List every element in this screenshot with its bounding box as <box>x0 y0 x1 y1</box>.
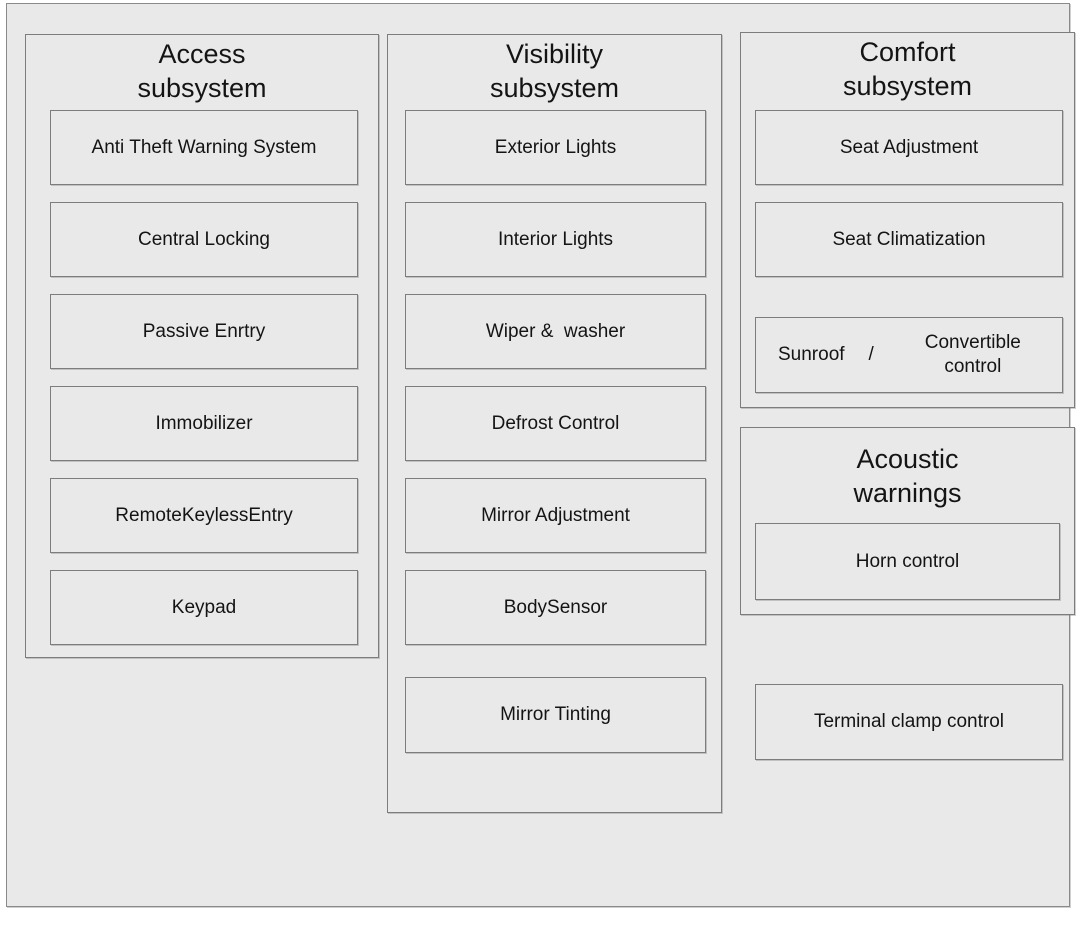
node-central-locking: Central Locking <box>50 202 358 277</box>
acoustic-warnings-container: Acoustic warnings Horn control <box>740 427 1075 615</box>
visibility-subsystem-title: Visibility subsystem <box>388 37 721 105</box>
convertible-control-label: Convertible control <box>924 332 1027 377</box>
acoustic-warnings-title-line1: Acoustic <box>856 444 959 474</box>
visibility-subsystem-title-line2: subsystem <box>489 73 620 103</box>
node-sunroof-convertible-control: Sunroof / Convertible control <box>755 317 1063 393</box>
node-exterior-lights: Exterior Lights <box>405 110 706 185</box>
access-subsystem-title-line2: subsystem <box>137 73 267 103</box>
node-horn-control: Horn control <box>755 523 1060 600</box>
node-anti-theft-warning-system: Anti Theft Warning System <box>50 110 358 185</box>
node-seat-adjustment: Seat Adjustment <box>755 110 1063 185</box>
comfort-subsystem-title: Comfort subsystem <box>741 35 1074 103</box>
node-passive-entry: Passive Enrtry <box>50 294 358 369</box>
node-defrost-control: Defrost Control <box>405 386 706 461</box>
node-keypad: Keypad <box>50 570 358 645</box>
access-subsystem-title: Access subsystem <box>26 37 378 105</box>
sunroof-separator: / <box>868 344 874 365</box>
visibility-subsystem-title-line1: Visibility <box>505 39 604 69</box>
node-interior-lights: Interior Lights <box>405 202 706 277</box>
comfort-subsystem-title-line1: Comfort <box>859 37 956 67</box>
node-body-sensor: BodySensor <box>405 570 706 645</box>
node-wiper-washer: Wiper & washer <box>405 294 706 369</box>
sunroof-label: Sunroof <box>778 344 845 365</box>
node-seat-climatization: Seat Climatization <box>755 202 1063 277</box>
access-subsystem-container: Access subsystem Anti Theft Warning Syst… <box>25 34 379 658</box>
comfort-subsystem-title-line2: subsystem <box>842 71 973 101</box>
node-remote-keyless-entry: RemoteKeylessEntry <box>50 478 358 553</box>
node-mirror-adjustment: Mirror Adjustment <box>405 478 706 553</box>
visibility-subsystem-container: Visibility subsystem Exterior Lights Int… <box>387 34 722 813</box>
diagram-outer-frame: Access subsystem Anti Theft Warning Syst… <box>6 3 1075 907</box>
acoustic-warnings-title-line2: warnings <box>853 478 962 508</box>
acoustic-warnings-title: Acoustic warnings <box>741 442 1074 510</box>
node-mirror-tinting: Mirror Tinting <box>405 677 706 753</box>
node-immobilizer: Immobilizer <box>50 386 358 461</box>
access-subsystem-title-line1: Access <box>158 39 246 69</box>
comfort-subsystem-container: Comfort subsystem Seat Adjustment Seat C… <box>740 32 1075 408</box>
node-terminal-clamp-control: Terminal clamp control <box>755 684 1063 760</box>
